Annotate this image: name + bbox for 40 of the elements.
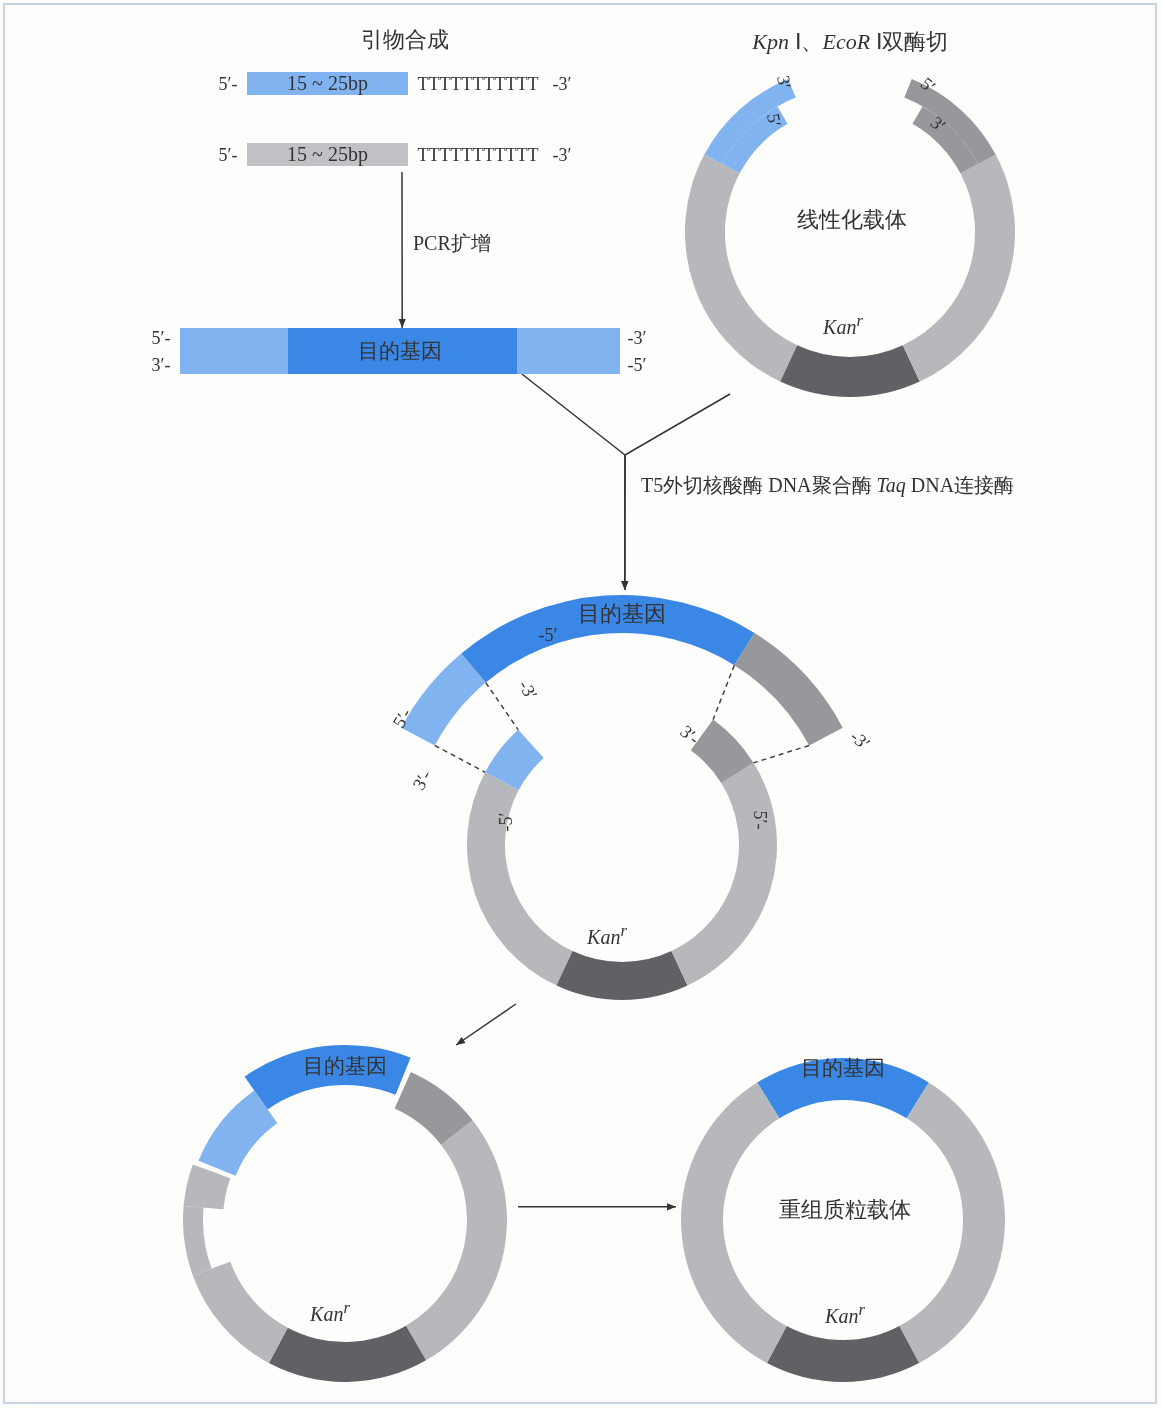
end-label: 5′- [218, 75, 238, 93]
arrow [621, 393, 731, 591]
plasmid-label: 重组质粒载体 [779, 1199, 911, 1221]
gene-label: 目的基因 [303, 1055, 387, 1077]
end-label: 5′ [764, 112, 784, 128]
end-label: 3′ [927, 112, 949, 136]
end-label: TTTTTTTTTTT [417, 146, 539, 164]
end-label: 5′ [917, 73, 939, 97]
gene-label: Kan$^{r}$ [825, 1302, 865, 1326]
end-label: 5′- [151, 329, 171, 347]
end-label: -3′ [552, 75, 572, 93]
gene-label: 目的基因 [801, 1057, 885, 1079]
end-label: -5′ [538, 626, 558, 644]
arrow [398, 171, 406, 329]
arrow [517, 1203, 677, 1211]
heading: Kpn Ⅰ、EcoR Ⅰ双酶切 [752, 31, 948, 53]
end-label: -5′ [497, 812, 515, 832]
arrow [455, 1003, 517, 1046]
end-label: -3′ [515, 677, 541, 703]
end-label: 5′- [751, 810, 769, 830]
end-label: -5′ [627, 356, 647, 374]
end-label: -3′ [552, 146, 572, 164]
primer-bar: 15 ~ 25bp [247, 143, 408, 166]
gene-label: Kan$^{r}$ [310, 1300, 350, 1324]
end-label: 5′- [389, 705, 415, 731]
end-label: 5′- [218, 146, 238, 164]
end-label: 3′- [676, 722, 704, 748]
end-label: 3′- [151, 356, 171, 374]
vector-label: 线性化载体 [797, 209, 907, 231]
end-label: -3′ [627, 329, 647, 347]
primer-bar: 15 ~ 25bp [247, 72, 408, 95]
heading: 引物合成 [361, 29, 449, 51]
end-label: 3′ [774, 74, 794, 90]
dna-fragment-bar: 目的基因 [180, 328, 620, 374]
gene-label: Kan$^{r}$ [823, 313, 863, 337]
end-label: TTTTTTTTTTT [417, 75, 539, 93]
gene-label: Kan$^{r}$ [587, 923, 627, 947]
gene-label: 目的基因 [578, 603, 666, 625]
end-label: 3′- [409, 767, 435, 793]
end-label: -3′ [846, 727, 874, 753]
